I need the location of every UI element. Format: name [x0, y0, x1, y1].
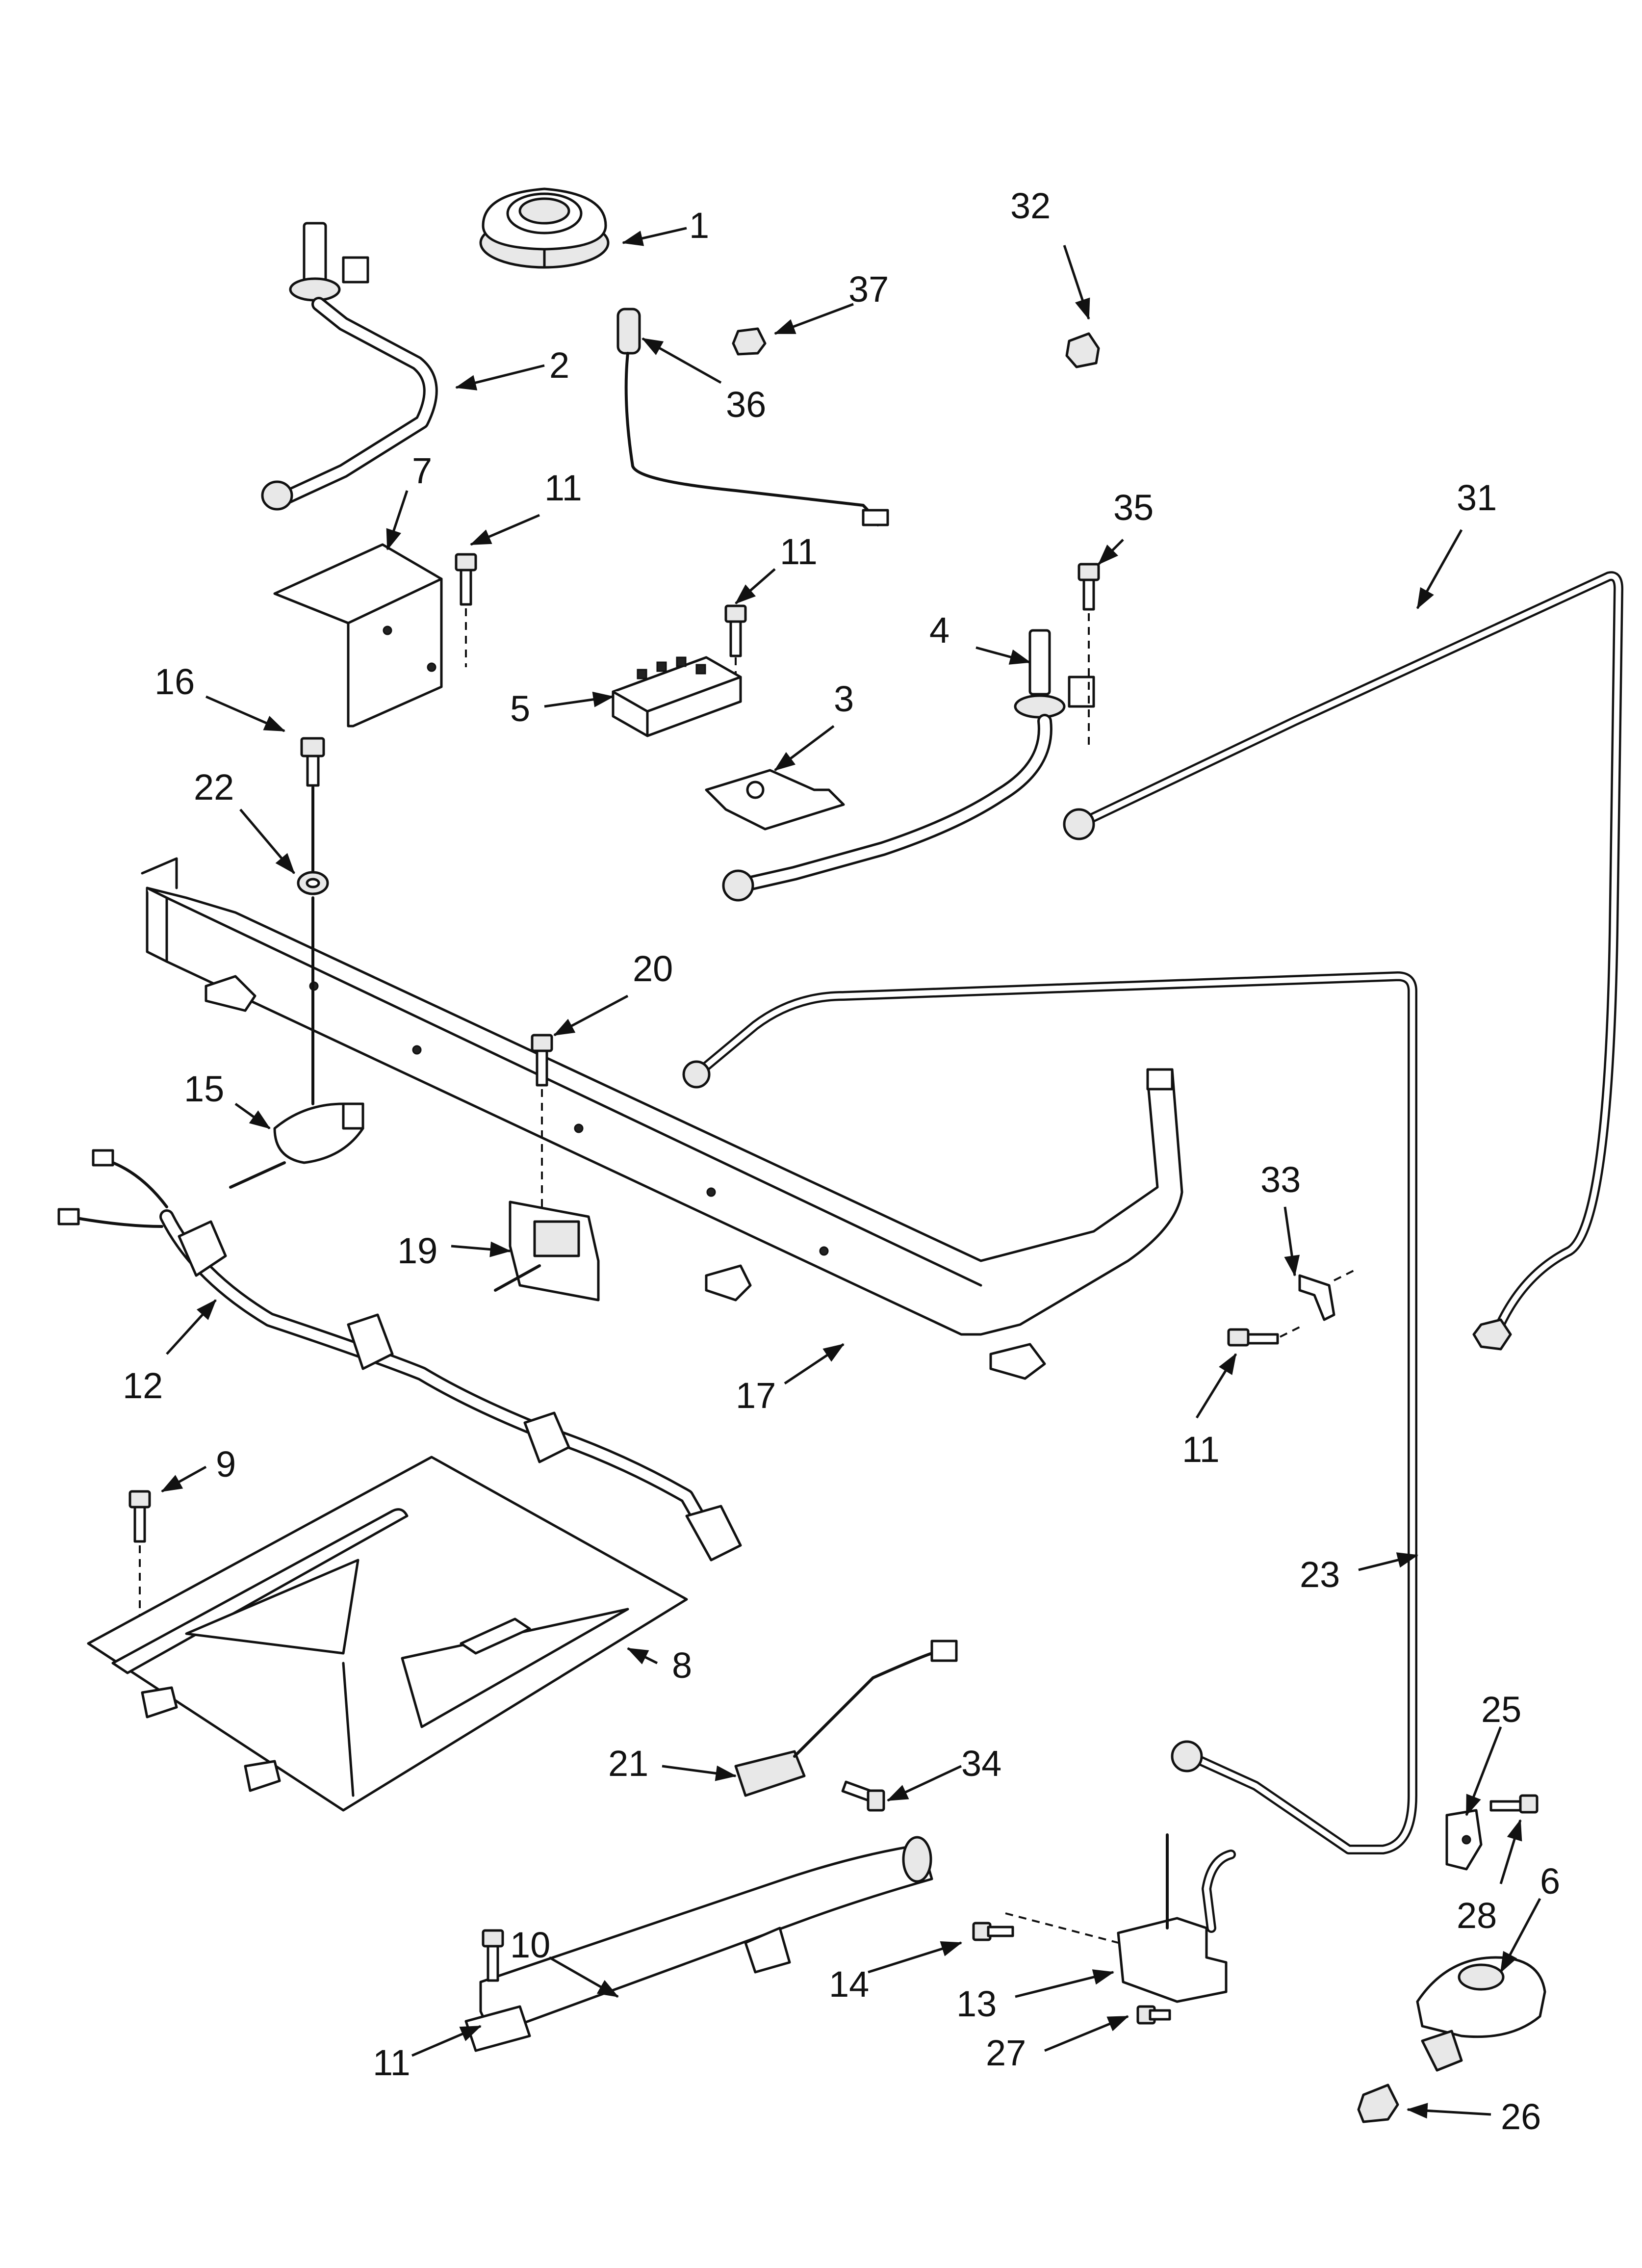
screw-27: [1136, 2005, 1171, 2025]
spark-electrode-36: [616, 308, 889, 526]
burner-tube-assembly-4: [722, 629, 1095, 902]
callout-6: 6: [1540, 1861, 1560, 1902]
callout-32: 32: [1010, 185, 1051, 226]
callout-15: 15: [184, 1069, 224, 1109]
callout-26: 26: [1501, 2096, 1541, 2137]
callout-labels: 1 2 37 36 32 11 7 11 35 31 4 5 3 16 22 2…: [123, 185, 1560, 2137]
callout-20: 20: [633, 948, 673, 989]
callout-23: 23: [1300, 1554, 1340, 1595]
callout-3: 3: [834, 678, 854, 719]
screw-20: [531, 1034, 553, 1207]
tube-clamp-33: [1298, 1270, 1354, 1321]
manifold-rail-17: [141, 857, 1183, 1380]
screw-11c: [1227, 1324, 1305, 1347]
burner-valve-15: [229, 896, 364, 1189]
callout-12: 12: [123, 1365, 163, 1406]
oven-thermostat-13: [1005, 1833, 1236, 2003]
callout-25: 25: [1481, 1689, 1521, 1730]
module-bracket-3: [705, 769, 845, 831]
gas-tube-31: [1063, 571, 1623, 1351]
burner-cap-part: [479, 187, 610, 269]
callout-13: 13: [956, 1983, 997, 2024]
burner-tube-assembly-2: [261, 222, 438, 511]
base-plate-8: [87, 1456, 688, 1812]
callout-11-right: 11: [1182, 1429, 1220, 1470]
leader-lines: [161, 227, 1541, 2119]
pressure-regulator-6: [1416, 1956, 1546, 2072]
callout-28: 28: [1457, 1895, 1497, 1936]
callout-31: 31: [1457, 477, 1497, 518]
callout-16: 16: [154, 661, 195, 702]
washer-22: [297, 871, 329, 895]
screw-11d: [482, 1929, 504, 1982]
callout-2: 2: [549, 345, 569, 386]
callout-37: 37: [848, 269, 889, 310]
callout-7: 7: [412, 450, 432, 491]
screw-28: [1489, 1794, 1539, 1814]
callout-10: 10: [510, 1925, 550, 1965]
screw-9: [128, 1490, 151, 1629]
orifice-fitting-32: [1065, 332, 1100, 368]
callout-4: 4: [929, 610, 949, 651]
callout-11-top-center: 11: [780, 531, 818, 572]
wire-harness-12: [57, 1149, 742, 1562]
fitting-26: [1357, 2084, 1399, 2123]
selector-switch-19: [494, 1200, 600, 1302]
igniter-21: [734, 1640, 958, 1797]
callout-21: 21: [608, 1743, 648, 1784]
grommet-37: [732, 327, 767, 356]
callout-34: 34: [961, 1743, 1001, 1784]
callout-17: 17: [736, 1375, 776, 1416]
callout-9: 9: [216, 1444, 236, 1485]
callout-33: 33: [1260, 1159, 1301, 1200]
callout-8: 8: [672, 1645, 692, 1686]
callout-35: 35: [1113, 487, 1154, 528]
callout-5: 5: [510, 688, 530, 729]
screw-11a: [455, 553, 477, 667]
callout-11-top-left: 11: [544, 468, 582, 508]
screw-34: [841, 1780, 885, 1812]
gas-tube-23: [682, 971, 1417, 1854]
clip-25: [1445, 1809, 1483, 1871]
callout-14: 14: [829, 1964, 869, 2005]
screw-35: [1078, 563, 1100, 746]
callout-27: 27: [986, 2033, 1026, 2073]
bracket-cover-7: [273, 543, 443, 728]
screw-16: [300, 737, 325, 875]
spark-module-5: [612, 656, 742, 737]
screw-14: [972, 1922, 1014, 1941]
callout-1: 1: [689, 205, 709, 246]
callout-36: 36: [726, 384, 766, 425]
callout-11-bottom: 11: [373, 2042, 410, 2083]
callout-22: 22: [194, 767, 234, 808]
callout-19: 19: [397, 1230, 437, 1271]
